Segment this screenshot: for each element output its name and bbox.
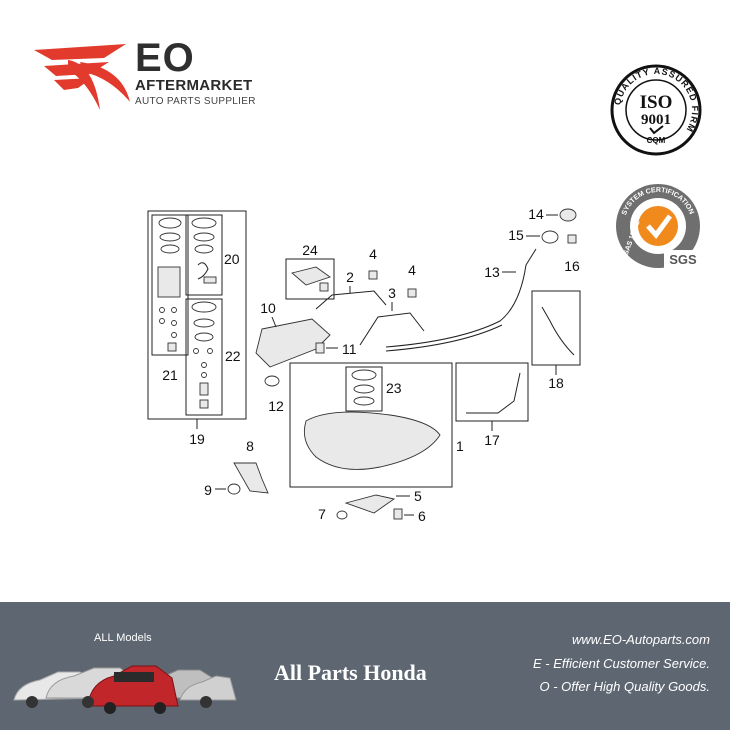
callout-4b: 4	[408, 262, 416, 278]
callout-19: 19	[189, 431, 205, 447]
callout-16: 16	[564, 258, 580, 274]
seal-ring	[160, 244, 180, 254]
fuel-pump-module	[157, 266, 181, 298]
callout-23: 23	[386, 380, 402, 396]
slogan-efficient: E - Efficient Customer Service.	[533, 656, 710, 671]
seal-ring	[158, 217, 182, 229]
brand-name: EO	[135, 36, 195, 80]
callout-2: 2	[346, 269, 354, 285]
callout-13: 13	[484, 264, 500, 280]
callout-9: 9	[204, 482, 212, 498]
assembly-box-20	[185, 214, 223, 296]
callout-14: 14	[528, 206, 544, 222]
footer-banner: ALL Models All Parts Honda www.EO-Autopa…	[0, 602, 730, 730]
slogan-offer: O - Offer High Quality Goods.	[539, 679, 710, 694]
callout-21: 21	[162, 367, 178, 383]
protector	[344, 494, 396, 514]
checkmark-icon	[649, 125, 664, 135]
fuel-system-parts-diagram: 19 21 20 22 24 10 2 3 4 4 11 12	[147, 206, 581, 524]
callout-5: 5	[414, 488, 422, 504]
website-link[interactable]: www.EO-Autoparts.com	[572, 632, 710, 647]
callout-7: 7	[318, 506, 326, 522]
iso-main: ISO	[640, 92, 673, 113]
assembly-box-19	[147, 210, 247, 420]
callout-24: 24	[302, 242, 318, 258]
all-models-label: ALL Models	[94, 632, 152, 644]
callout-3: 3	[388, 285, 396, 301]
iso-9001-badge: QUALITY ASSURED FIRM ISO 9001 CQM	[610, 64, 702, 156]
callout-18: 18	[548, 375, 564, 391]
seal-ring	[159, 232, 181, 242]
callout-6: 6	[418, 508, 426, 524]
car-lineup-image[interactable]	[10, 646, 240, 716]
callout-8: 8	[246, 438, 254, 454]
sgs-mark: SGS	[669, 252, 697, 267]
brand-logo[interactable]: EO AFTERMARKET AUTO PARTS SUPPLIER	[34, 36, 274, 110]
callout-17: 17	[484, 432, 500, 448]
brand-line2: AUTO PARTS SUPPLIER	[135, 96, 256, 107]
check-icon	[646, 214, 673, 239]
iso-sub: CQM	[647, 136, 666, 145]
callout-20: 20	[224, 251, 240, 267]
callout-11: 11	[342, 341, 357, 357]
fuel-tank	[303, 411, 441, 470]
eo-wing-icon	[34, 44, 130, 110]
assembly-box-23	[345, 366, 383, 412]
tagline: All Parts Honda	[274, 660, 427, 685]
brand-line1: AFTERMARKET	[135, 77, 253, 94]
assembly-box-22	[185, 298, 223, 416]
assembly-box-21	[151, 214, 189, 356]
callout-12: 12	[268, 398, 284, 414]
assembly-box-17	[455, 362, 529, 422]
iso-number: 9001	[641, 112, 671, 128]
assembly-box-1	[289, 362, 453, 488]
fuel-cap	[559, 208, 577, 222]
callout-22: 22	[225, 348, 241, 364]
product-panel: EO AFTERMARKET AUTO PARTS SUPPLIER QUALI…	[34, 36, 702, 524]
callout-15: 15	[508, 227, 524, 243]
callout-1: 1	[456, 438, 464, 454]
bracket	[233, 462, 269, 494]
callout-4: 4	[369, 246, 377, 262]
assembly-box-24	[285, 258, 335, 300]
callout-10: 10	[260, 300, 276, 316]
sgs-ohsas-badge: SYSTEM CERTIFICATION OHSAS 18001 SGS	[616, 184, 702, 268]
